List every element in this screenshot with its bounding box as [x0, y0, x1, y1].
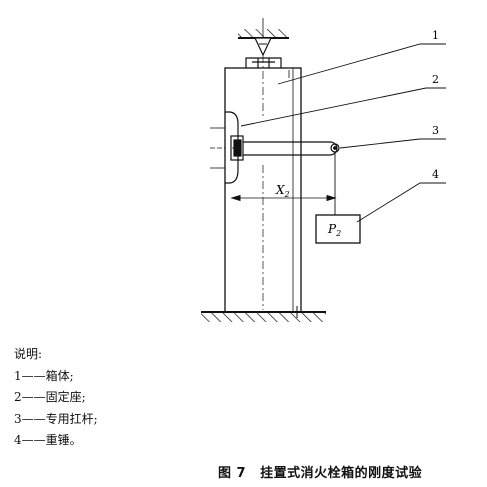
callout-1: 1	[432, 29, 439, 42]
special-lever	[232, 141, 340, 156]
dimension-label: X2	[275, 183, 290, 199]
top-support	[238, 18, 289, 57]
figure-caption: 图 7 挂置式消火栓箱的刚度试验	[218, 462, 422, 481]
weight-assembly	[315, 152, 361, 244]
ground	[201, 306, 326, 322]
cabinet-box	[224, 55, 302, 313]
weight-label: P2	[327, 222, 341, 238]
legend-item: 2——固定座;	[14, 390, 86, 404]
callout-3: 3	[432, 124, 439, 137]
test-diagram: 1 2 3 4 X2 P2	[201, 18, 446, 322]
legend-item: 1——箱体;	[14, 368, 74, 383]
legend-title: 说明:	[14, 347, 43, 361]
legend-item: 4——重锤。	[14, 433, 82, 447]
callout-4: 4	[432, 168, 439, 181]
leader-lines	[240, 43, 446, 223]
dimension-x2	[230, 194, 337, 202]
callout-2: 2	[432, 73, 439, 86]
top-hanger	[245, 57, 282, 68]
legend-item: 3——专用扛杆;	[14, 411, 98, 426]
legend: 说明: 1——箱体; 2——固定座; 3——专用扛杆; 4——重锤。	[14, 344, 98, 452]
figure-title: 挂置式消火栓箱的刚度试验	[260, 466, 423, 481]
figure-number: 图 7	[218, 466, 247, 481]
fixing-seat	[210, 111, 244, 184]
